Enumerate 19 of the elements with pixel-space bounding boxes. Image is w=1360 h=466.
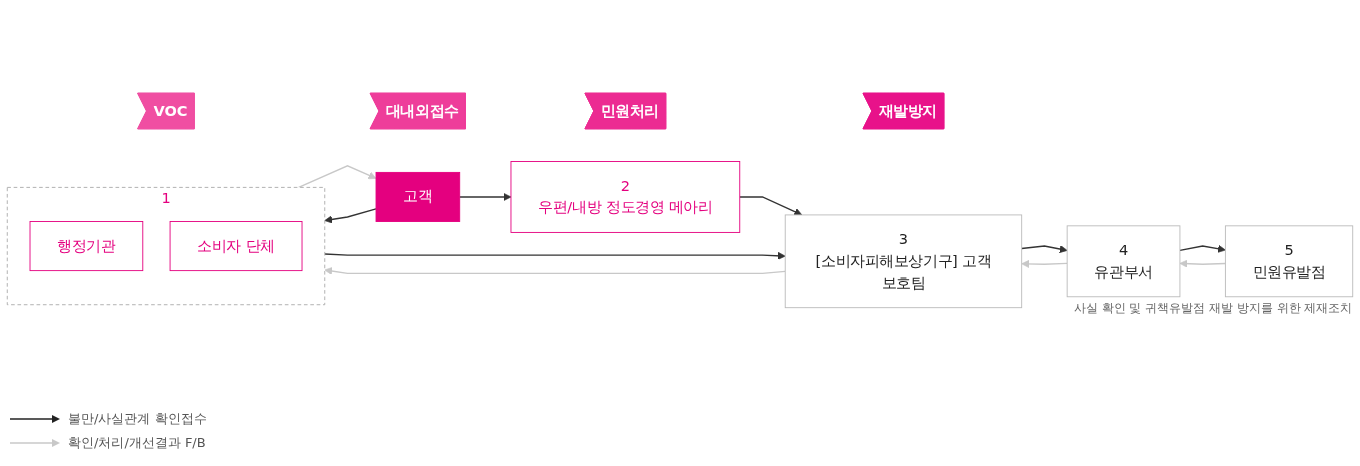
arrow (324, 207, 377, 223)
node-box: 소비자 단체 (169, 220, 303, 271)
arrow (1179, 259, 1227, 268)
node-box: 행정기관 (29, 220, 144, 271)
node-note: 사실 확인 및 귀책유발점 재발 방지를 위한 제재조치 (1073, 300, 1353, 318)
node-box: 2 우편/내방 정도경영 메아리 (510, 160, 741, 233)
arrow (324, 251, 786, 260)
arrow (1021, 259, 1068, 268)
arrow (739, 195, 803, 216)
legend-text: 확인/처리/개선결과 F/B (68, 434, 206, 452)
arrow (1179, 244, 1226, 253)
arrow (324, 266, 786, 275)
arrow (1021, 244, 1068, 253)
node-box: 3 [소비자피해보상기구] 고객보호팀 (784, 213, 1023, 308)
node-box: 5 민원유발점 (1224, 224, 1354, 297)
node-box: 고객 (375, 171, 461, 222)
node-box: 4 유관부서 (1066, 224, 1181, 297)
arrow (459, 192, 512, 201)
legend-text: 불만/사실관계 확인접수 (68, 410, 207, 428)
